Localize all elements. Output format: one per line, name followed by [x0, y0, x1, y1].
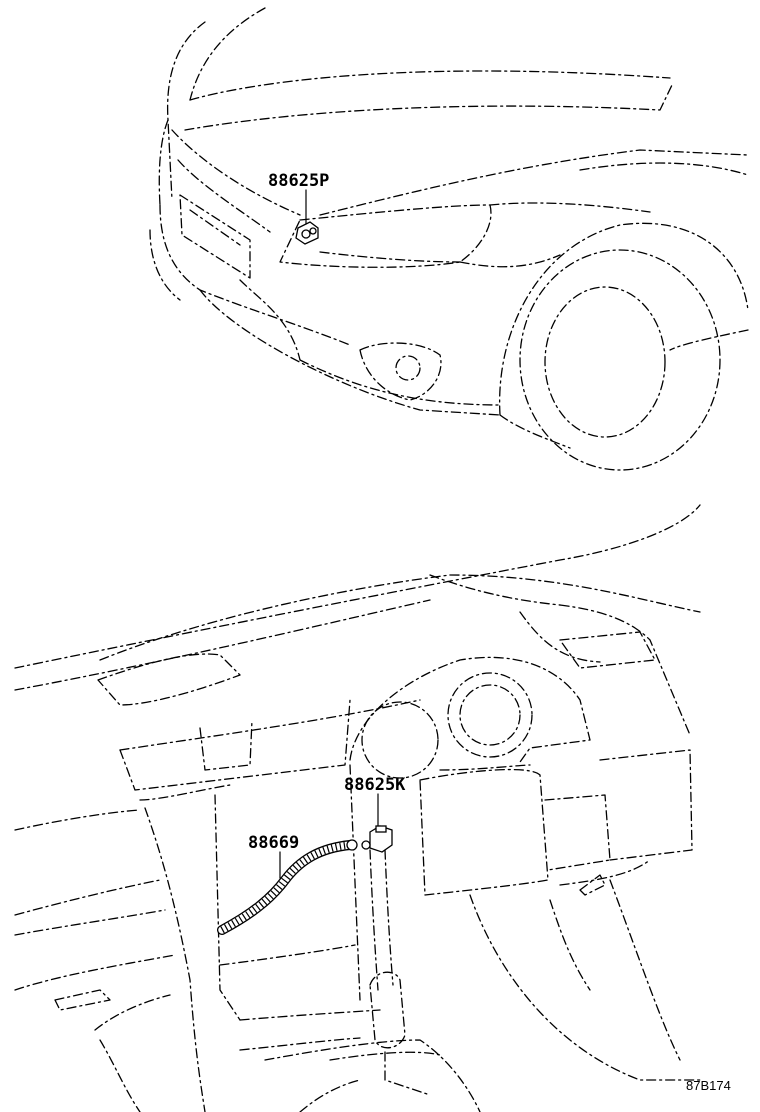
- corrugated-hose: [217, 839, 358, 935]
- drawing-reference: 87B174: [686, 1078, 731, 1093]
- dashboard-view: 88625K 88669: [14, 504, 701, 1112]
- hood-sensor-part: [295, 221, 319, 245]
- callout-88625K: 88625K: [344, 775, 406, 795]
- callout-88625P: 88625P: [268, 171, 329, 191]
- dash-sensor-part: [361, 825, 393, 853]
- car-front-view: 88625P: [149, 7, 749, 471]
- callout-88669: 88669: [248, 833, 299, 853]
